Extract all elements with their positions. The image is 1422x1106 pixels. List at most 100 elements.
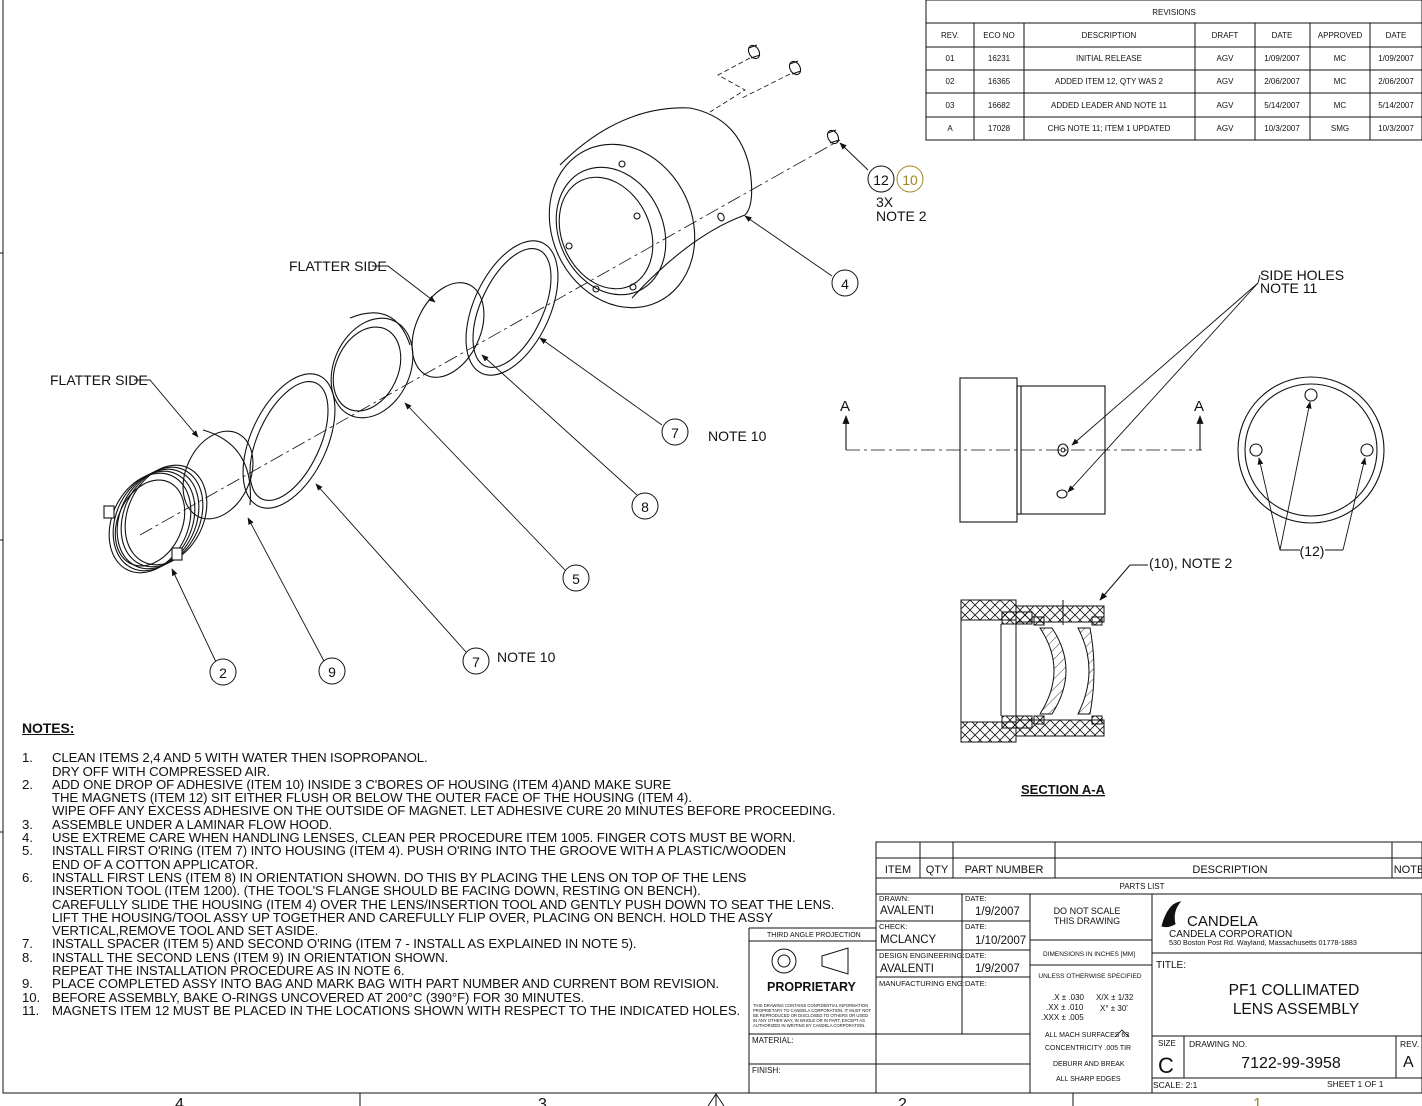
svg-text:1/09/2007: 1/09/2007 <box>1378 54 1414 63</box>
size-label: SIZE <box>1158 1039 1176 1048</box>
svg-text:ADDED ITEM 12, QTY WAS 2: ADDED ITEM 12, QTY WAS 2 <box>1055 77 1164 86</box>
svg-text:1/09/2007: 1/09/2007 <box>1264 54 1300 63</box>
notes-block: NOTES: 1. CLEAN ITEMS 2,4 AND 5 WITH WAT… <box>22 720 842 1017</box>
oring-item-7-lower <box>242 373 336 509</box>
parts-list-title: PARTS LIST <box>1119 882 1164 891</box>
drawn-date-label: DATE: <box>965 894 987 903</box>
this-drawing: THIS DRAWING <box>1054 916 1120 926</box>
svg-text:SMG: SMG <box>1331 124 1349 133</box>
notes-list: 1. CLEAN ITEMS 2,4 AND 5 WITH WATER THEN… <box>22 751 842 1017</box>
svg-text:AGV: AGV <box>1217 101 1235 110</box>
note-text: INSTALL THE SECOND LENS (ITEM 9) IN ORIE… <box>52 949 449 979</box>
oring-item-7-upper <box>465 240 559 376</box>
svg-text:10/3/2007: 10/3/2007 <box>1264 124 1300 133</box>
item-12-ref: (12) <box>1300 543 1325 559</box>
checked-by: MCLANCY <box>880 934 937 946</box>
svg-text:03: 03 <box>946 101 955 110</box>
check-date-label: DATE: <box>965 922 987 931</box>
note-number: 6. <box>22 869 33 885</box>
svg-text:8: 8 <box>641 499 649 515</box>
revisions-title: REVISIONS <box>1152 8 1196 17</box>
balloons: 12 10 3X NOTE 2 4 7 NOTE 10 8 5 7 NOTE 1… <box>50 165 927 686</box>
drawing-title-line-2: LENS ASSEMBLY <box>1233 1001 1359 1018</box>
svg-text:2: 2 <box>219 665 227 681</box>
section-view <box>960 564 1148 743</box>
tolerance-4: X/X ± 1/32 <box>1096 993 1134 1002</box>
svg-text:4: 4 <box>841 276 849 292</box>
balloon-5: 5 <box>562 564 590 592</box>
proprietary-label: PROPRIETARY <box>767 980 857 994</box>
material-label: MATERIAL: <box>752 1036 794 1045</box>
proprietary-text: THIS DRAWING CONTAINS CONFIDENTIAL INFOR… <box>753 1003 868 1008</box>
revision-row: A 17028 CHG NOTE 11; ITEM 1 UPDATED AGV … <box>947 124 1414 133</box>
parts-list: ITEM QTY PART NUMBER DESCRIPTION NOTE PA… <box>875 841 1422 891</box>
svg-text:10/3/2007: 10/3/2007 <box>1378 124 1414 133</box>
note-text: BEFORE ASSEMBLY, BAKE O-RINGS UNCOVERED … <box>52 989 585 1005</box>
note-number: 4. <box>22 830 33 846</box>
zone-labels: 4 3 2 1 <box>175 1096 1262 1106</box>
drawing-title-line-1: PF1 COLLIMATED <box>1229 982 1360 999</box>
svg-text:MC: MC <box>1334 54 1347 63</box>
candela-logo: CANDELA <box>1187 913 1258 930</box>
approved-col-header: APPROVED <box>1318 31 1363 40</box>
dimensions-note: DIMENSIONS IN INCHES [MM] <box>1043 951 1135 958</box>
note-number: 10. <box>22 989 41 1005</box>
tolerance-5: X° ± 30' <box>1100 1004 1128 1013</box>
svg-text:17028: 17028 <box>988 124 1011 133</box>
note-number: 7. <box>22 936 33 952</box>
drawn-by: AVALENTI <box>880 905 934 917</box>
drawing-no-label: DRAWING NO. <box>1189 1039 1247 1049</box>
design-label: DESIGN ENGINEERING: <box>879 951 964 960</box>
svg-text:16231: 16231 <box>988 54 1011 63</box>
mfg-date-label: DATE: <box>965 979 987 988</box>
note-number: 5. <box>22 843 33 859</box>
note-number: 2. <box>22 776 33 792</box>
mfg-label: MANUFACTURING ENG: <box>879 979 965 988</box>
svg-text:INITIAL RELEASE: INITIAL RELEASE <box>1076 54 1142 63</box>
svg-text:7: 7 <box>472 654 480 670</box>
flatter-side-lower: FLATTER SIDE <box>50 372 148 388</box>
svg-text:AGV: AGV <box>1217 124 1235 133</box>
balloon-10: 10 <box>896 165 924 193</box>
note-text: ASSEMBLE UNDER A LAMINAR FLOW HOOD. <box>52 816 333 832</box>
parts-note-header: NOTE <box>1394 864 1422 876</box>
end-view <box>1237 376 1385 551</box>
note-item: 7.INSTALL SPACER (ITEM 5) AND SECOND O'R… <box>22 936 842 952</box>
svg-text:2/06/2007: 2/06/2007 <box>1264 77 1300 86</box>
balloon-2: 2 <box>209 658 237 686</box>
lens-item-8 <box>411 282 485 378</box>
note-item: 5. INSTALL FIRST O'RING (ITEM 7) INTO HOU… <box>22 844 842 871</box>
design-date: 1/9/2007 <box>975 963 1020 975</box>
note-2-ref: NOTE 2 <box>876 208 927 224</box>
balloon-8: 8 <box>631 492 659 520</box>
note-item: 8.INSTALL THE SECOND LENS (ITEM 9) IN OR… <box>22 951 842 978</box>
note-text: INSTALL FIRST O'RING (ITEM 7) INTO HOUSI… <box>52 843 786 872</box>
title-label: TITLE: <box>1156 960 1186 971</box>
drawn-date: 1/9/2007 <box>975 906 1020 918</box>
eco-col-header: ECO NO <box>983 31 1015 40</box>
note-item: 1. CLEAN ITEMS 2,4 AND 5 WITH WATER THEN… <box>22 751 842 778</box>
qty-3x: 3X <box>876 194 894 210</box>
company-name: CANDELA CORPORATION <box>1169 929 1292 940</box>
sheet-size: C <box>1158 1053 1174 1078</box>
svg-text:5/14/2007: 5/14/2007 <box>1264 101 1300 110</box>
concentricity: CONCENTRICITY .005 TIR <box>1045 1045 1131 1052</box>
svg-text:5/14/2007: 5/14/2007 <box>1378 101 1414 110</box>
parts-description-header: DESCRIPTION <box>1192 864 1267 876</box>
svg-text:10: 10 <box>902 172 918 188</box>
revision-row: 01 16231 INITIAL RELEASE AGV 1/09/2007 M… <box>946 54 1415 63</box>
svg-text:16682: 16682 <box>988 101 1011 110</box>
notes-heading: NOTES: <box>22 720 75 736</box>
date2-col-header: DATE <box>1386 31 1407 40</box>
proprietary-text: AUTHORIZED IN WRITING BY CANDELA CORPORA… <box>753 1023 865 1028</box>
svg-text:2/06/2007: 2/06/2007 <box>1378 77 1414 86</box>
drawn-label: DRAWN: <box>879 894 909 903</box>
note-text: PLACE COMPLETED ASSY INTO BAG AND MARK B… <box>52 976 720 992</box>
mach-surfaces: ALL MACH SURFACES 63 <box>1045 1032 1129 1039</box>
proprietary-text: IN ANY OTHER WAY, IN WHOLE OR IN PART, E… <box>753 1018 865 1023</box>
svg-text:5: 5 <box>572 571 580 587</box>
proprietary-text: PROPRIETARY TO CANDELA CORPORATION. IT M… <box>753 1008 871 1013</box>
svg-text:A: A <box>947 124 953 133</box>
note-text: CLEAN ITEMS 2,4 AND 5 WITH WATER THEN IS… <box>52 750 428 779</box>
note-number: 9. <box>22 976 33 992</box>
